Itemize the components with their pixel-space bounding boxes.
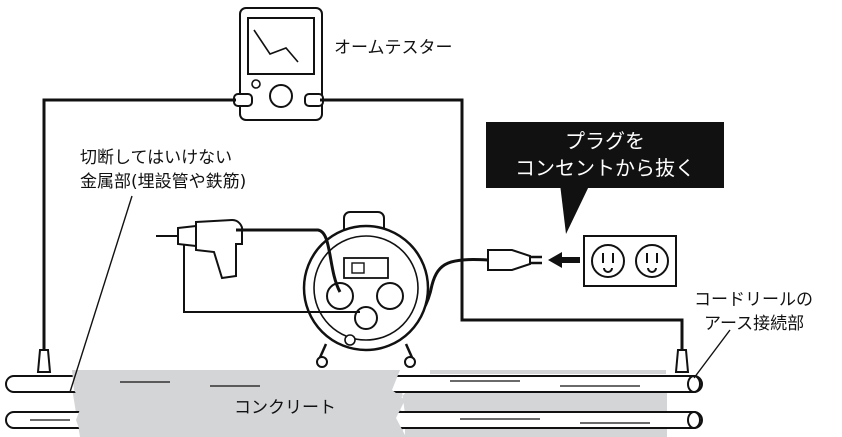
lead-left xyxy=(42,98,236,352)
reel-socket-left xyxy=(326,282,354,310)
callout-box xyxy=(486,122,724,188)
concrete-overlay-right xyxy=(408,393,666,410)
electric-drill xyxy=(156,218,244,280)
metal-part-label-line1: 切断してはいけない xyxy=(80,148,233,168)
reel-ground-label-line2: アース接続部 xyxy=(704,314,805,334)
pipe-texture xyxy=(30,380,650,424)
leader-reel-ground xyxy=(693,329,731,379)
unplug-arrow xyxy=(548,252,580,268)
callout-line1: プラグを xyxy=(565,129,645,153)
drill-cord xyxy=(236,228,342,293)
meter-needle-scale xyxy=(253,29,299,63)
metal-part-label-line2: 金属部(埋設管や鉄筋) xyxy=(80,172,247,192)
concrete-overlay-right2 xyxy=(430,370,666,374)
leader-metal-part xyxy=(69,195,133,393)
drill-ground-wire xyxy=(183,244,360,313)
clip-left xyxy=(36,349,52,373)
ohm-tester-label: オームテスター xyxy=(334,38,453,58)
reel-ground-label-line1: コードリールの xyxy=(694,290,813,310)
clip-right xyxy=(674,349,690,373)
cord-reel xyxy=(302,211,430,368)
tester-probe-left xyxy=(233,93,253,107)
reel-socket-right xyxy=(376,282,404,310)
lead-right xyxy=(320,98,684,352)
concrete-label: コンクリート xyxy=(234,398,336,418)
concrete-overlay xyxy=(72,370,406,437)
power-plug xyxy=(487,249,542,271)
wall-outlet xyxy=(583,235,677,287)
ohm-tester xyxy=(233,7,324,121)
tester-knob xyxy=(269,84,293,108)
unplug-callout: プラグを コンセントから抜く xyxy=(488,124,722,186)
callout-pointer xyxy=(560,184,590,234)
callout-line2: コンセントから抜く xyxy=(515,156,695,180)
